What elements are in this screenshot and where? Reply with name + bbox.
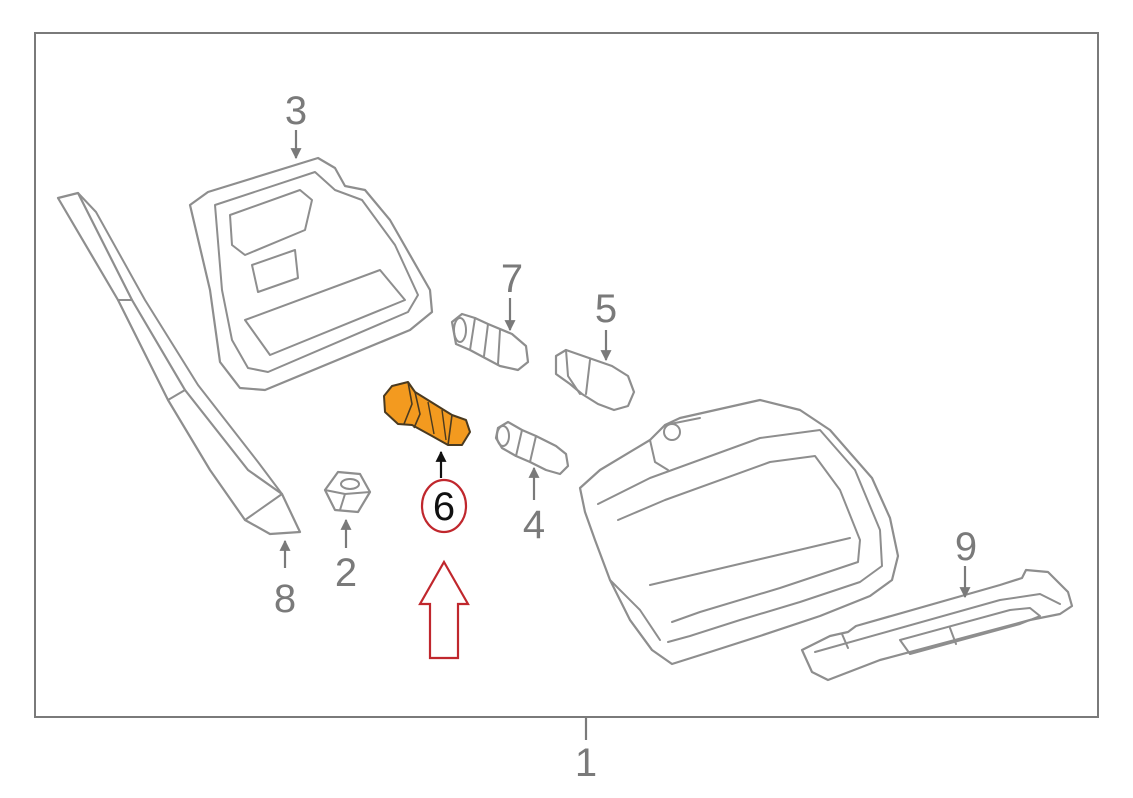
callout-8: 8 [274,577,296,621]
housing-part [188,156,434,392]
callout-3: 3 [285,89,307,133]
trim-strip-part [56,191,302,536]
callout-2: 2 [335,551,357,595]
wedge-bulb-part [554,348,636,412]
callout-1: 1 [575,741,597,785]
callout-9: 9 [955,525,977,569]
nut-part [323,470,372,514]
small-bulb-part [494,420,570,476]
callout-4: 4 [523,503,545,547]
lamp-assembly-part [578,398,900,666]
highlight-bulb-part [383,381,471,446]
highlight-circle [420,478,468,534]
callout-5: 5 [595,287,617,331]
callout-7: 7 [501,257,523,301]
bayonet-bulb-part [450,312,530,372]
callout-6: 6 [433,485,455,529]
pointer-arrow [418,559,470,660]
assembly-frame [34,32,1099,718]
reflector-part [800,568,1074,682]
